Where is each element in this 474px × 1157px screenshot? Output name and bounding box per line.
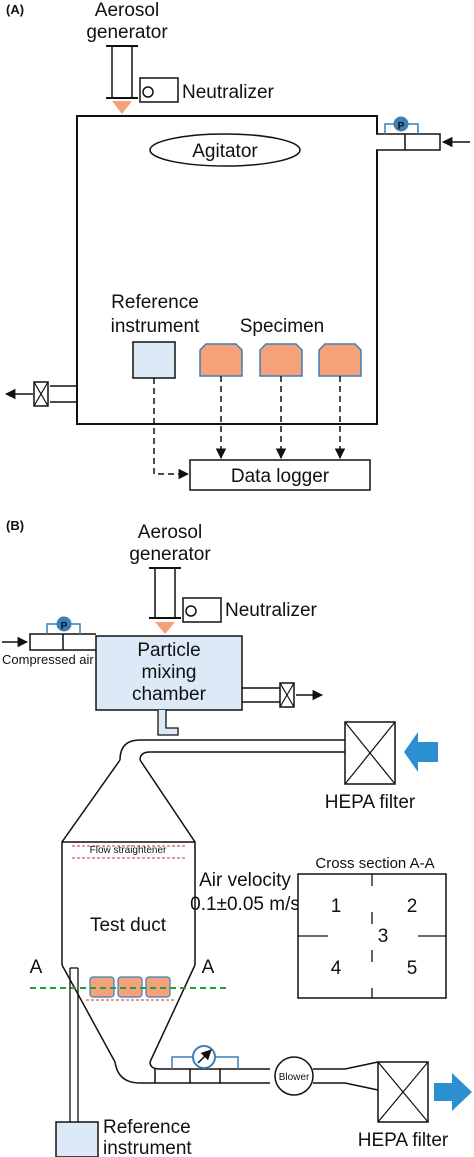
mixing-chamber-label-3: chamber xyxy=(132,684,207,705)
pump-inlet: P xyxy=(376,116,441,151)
agitator-label: Agitator xyxy=(192,141,258,162)
reference-instrument-label-1: Reference xyxy=(111,292,199,313)
lower-duct xyxy=(114,1061,270,1084)
particle-mixing-chamber xyxy=(95,635,243,711)
data-logger-label: Data logger xyxy=(231,466,330,487)
aerosol-generator xyxy=(106,45,138,99)
flow-meter xyxy=(171,1045,239,1069)
cross-cell-4: 4 xyxy=(331,958,342,979)
specimen-1 xyxy=(199,343,243,377)
panel-b-tag: (B) xyxy=(6,518,24,533)
b-pump-symbol: P xyxy=(61,621,68,632)
cross-section-grid xyxy=(297,873,447,999)
agitator xyxy=(149,133,301,167)
specimen-label: Specimen xyxy=(240,316,325,337)
outflow-arrow-bottom xyxy=(434,1073,472,1111)
injection-tube xyxy=(157,710,179,736)
b-aerosol-generator-label-2: generator xyxy=(129,544,211,565)
b-reference-instrument-label-1: Reference xyxy=(103,1117,191,1138)
hepa-filter-bottom-label: HEPA filter xyxy=(358,1130,449,1151)
section-marker-left: A xyxy=(30,957,43,978)
upper-duct xyxy=(119,739,345,761)
b-aerosol-inflow-marker xyxy=(155,622,175,634)
panel-a: (A) Aerosol generator Neutralizer Agitat… xyxy=(4,0,470,491)
reference-instrument-label-2: instrument xyxy=(111,316,200,337)
mixing-chamber-label-1: Particle xyxy=(137,640,200,661)
panel-b: (B) Aerosol generator Neutralizer P Comp… xyxy=(2,518,472,1157)
cross-section-title: Cross section A-A xyxy=(315,855,434,872)
specimen-3 xyxy=(318,343,362,377)
test-duct xyxy=(61,759,196,1063)
cross-cell-3: 3 xyxy=(378,926,389,947)
aerosol-inflow-marker xyxy=(112,101,132,114)
sampling-tube xyxy=(69,967,79,1122)
cross-cell-1: 1 xyxy=(331,896,342,917)
aerosol-generator-label-1: Aerosol xyxy=(95,0,159,21)
test-duct-label: Test duct xyxy=(90,915,167,936)
outlet-valve xyxy=(33,381,77,407)
compressed-air-label: Compressed air xyxy=(2,652,94,667)
hepa-filter-top-label: HEPA filter xyxy=(325,792,416,813)
b-aerosol-generator xyxy=(149,567,181,619)
cross-cell-5: 5 xyxy=(407,958,418,979)
compressed-air-pump: P xyxy=(29,616,96,651)
mixing-chamber-label-2: mixing xyxy=(142,662,197,683)
air-velocity-label-1: Air velocity xyxy=(199,870,291,891)
air-velocity-label-2: 0.1±0.05 m/s xyxy=(190,894,300,915)
inflow-arrow-top xyxy=(404,732,438,772)
neutralizer-label: Neutralizer xyxy=(182,82,275,103)
data-connections xyxy=(153,376,346,480)
b-neutralizer xyxy=(182,597,222,623)
data-logger xyxy=(189,459,371,491)
pump-symbol: P xyxy=(398,121,405,132)
blower xyxy=(274,1056,314,1096)
blower-label: Blower xyxy=(279,1072,310,1083)
panel-a-tag: (A) xyxy=(6,2,24,17)
flow-straightener-label: Flow straightener xyxy=(90,845,167,856)
b-reference-instrument xyxy=(55,1121,99,1157)
section-marker-right: A xyxy=(202,957,215,978)
exhaust-duct xyxy=(313,1061,379,1091)
cross-cell-2: 2 xyxy=(407,896,418,917)
b-aerosol-generator-label-1: Aerosol xyxy=(138,522,202,543)
b-neutralizer-label: Neutralizer xyxy=(225,600,318,621)
reference-instrument xyxy=(132,341,176,379)
aerosol-generator-label-2: generator xyxy=(86,22,168,43)
b-reference-instrument-label-2: instrument xyxy=(103,1138,192,1157)
neutralizer xyxy=(139,77,179,103)
b-outlet-valve xyxy=(242,682,295,708)
specimen-2 xyxy=(259,343,303,377)
